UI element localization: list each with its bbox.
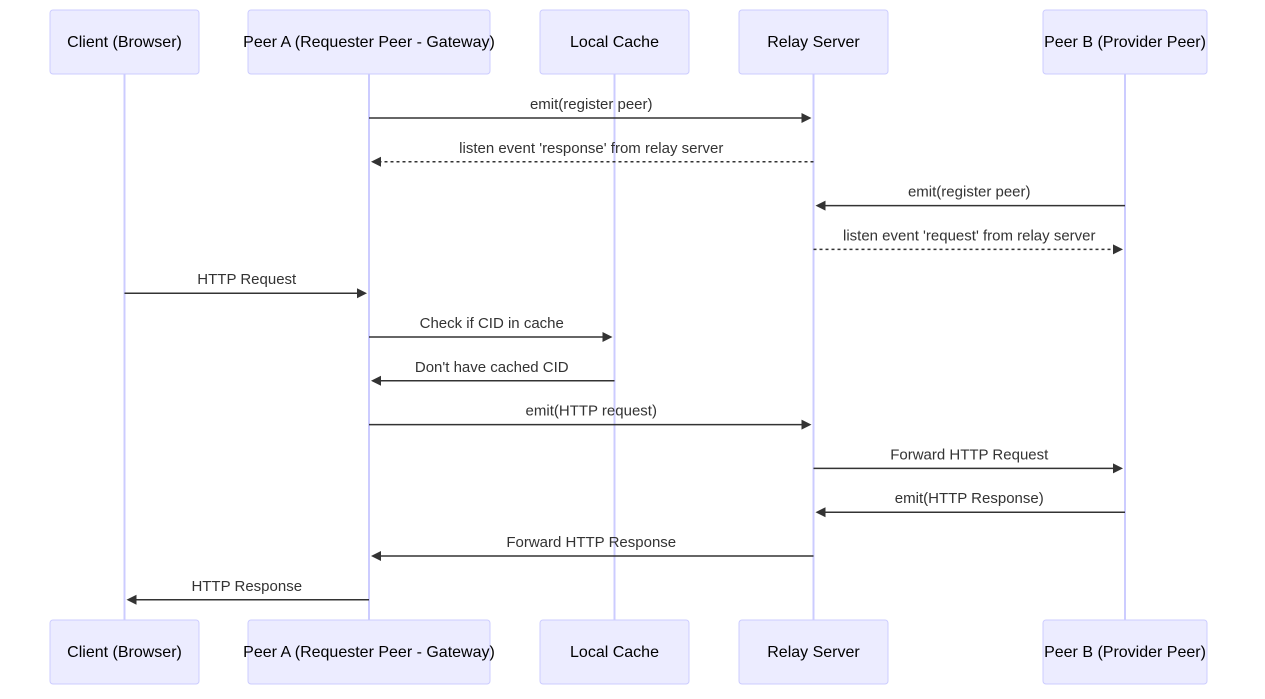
message-label: listen event 'response' from relay serve… [459, 140, 723, 157]
participant-peerB-top: Peer B (Provider Peer) [1042, 9, 1208, 75]
arrowhead-icon [126, 594, 137, 605]
participant-label: Local Cache [570, 644, 659, 661]
participant-label: Relay Server [767, 644, 860, 661]
message-label: Forward HTTP Response [506, 534, 676, 551]
message-2: listen event 'response' from relay serve… [371, 140, 814, 167]
participant-client-top: Client (Browser) [49, 9, 200, 75]
message-3: emit(register peer) [815, 184, 1125, 211]
message-label: emit(register peer) [530, 96, 653, 113]
participant-peerB-bottom: Peer B (Provider Peer) [1042, 619, 1208, 685]
participant-client-bottom: Client (Browser) [49, 619, 200, 685]
participant-peerA-top: Peer A (Requester Peer - Gateway) [243, 9, 495, 75]
arrowhead-icon [1113, 463, 1123, 474]
message-9: Forward HTTP Request [813, 446, 1123, 474]
participant-box [738, 619, 889, 685]
message-7: Don't have cached CID [371, 359, 615, 386]
participant-box [247, 619, 491, 685]
participant-label: Peer A (Requester Peer - Gateway) [243, 34, 495, 51]
message-label: emit(HTTP Response) [895, 490, 1044, 507]
message-4: listen event 'request' from relay server [813, 227, 1123, 255]
participants-top: Client (Browser) Peer A (Requester Peer -… [49, 9, 1208, 75]
arrowhead-icon [371, 375, 381, 386]
message-label: Don't have cached CID [415, 359, 569, 376]
arrowhead-icon [371, 551, 381, 561]
message-label: emit(register peer) [908, 184, 1031, 201]
arrowhead-icon [602, 332, 613, 342]
message-label: listen event 'request' from relay server [843, 227, 1096, 244]
participant-label: Relay Server [767, 34, 860, 51]
participant-box [1042, 619, 1208, 685]
lifelines [123, 74, 1126, 620]
participant-cache-top: Local Cache [539, 9, 690, 75]
participant-label: Client (Browser) [67, 644, 182, 661]
participants-bottom: Client (Browser) Peer A (Requester Peer -… [49, 619, 1208, 685]
participant-label: Peer B (Provider Peer) [1044, 644, 1206, 661]
message-6: Check if CID in cache [369, 315, 613, 342]
message-11: Forward HTTP Response [371, 534, 814, 561]
arrowhead-icon [801, 419, 812, 430]
messages: emit(register peer) listen event 'respons… [124, 96, 1125, 605]
participant-box [539, 9, 690, 75]
participant-label: Peer A (Requester Peer - Gateway) [243, 644, 495, 661]
message-label: HTTP Response [191, 578, 302, 595]
message-10: emit(HTTP Response) [815, 490, 1125, 518]
arrowhead-icon [357, 288, 367, 299]
participant-box [247, 9, 491, 75]
participant-label: Peer B (Provider Peer) [1044, 34, 1206, 51]
arrowhead-icon [815, 507, 826, 518]
participant-box [1042, 9, 1208, 75]
participant-box [738, 9, 889, 75]
participant-relay-bottom: Relay Server [738, 619, 889, 685]
message-label: Check if CID in cache [420, 315, 564, 332]
participant-box [49, 9, 200, 75]
message-label: HTTP Request [197, 271, 297, 288]
participant-cache-bottom: Local Cache [539, 619, 690, 685]
message-1: emit(register peer) [369, 96, 812, 123]
arrowhead-icon [815, 200, 826, 211]
participant-label: Local Cache [570, 34, 659, 51]
message-5: HTTP Request [124, 271, 367, 299]
message-label: emit(HTTP request) [526, 403, 657, 420]
arrowhead-icon [801, 113, 812, 123]
participant-label: Client (Browser) [67, 34, 182, 51]
arrowhead-icon [1113, 244, 1123, 255]
participant-relay-top: Relay Server [738, 9, 889, 75]
message-label: Forward HTTP Request [890, 446, 1049, 463]
message-8: emit(HTTP request) [369, 403, 812, 430]
participant-box [539, 619, 690, 685]
message-12: HTTP Response [126, 578, 369, 605]
arrowhead-icon [371, 156, 381, 167]
participant-box [49, 619, 200, 685]
participant-peerA-bottom: Peer A (Requester Peer - Gateway) [243, 619, 495, 685]
